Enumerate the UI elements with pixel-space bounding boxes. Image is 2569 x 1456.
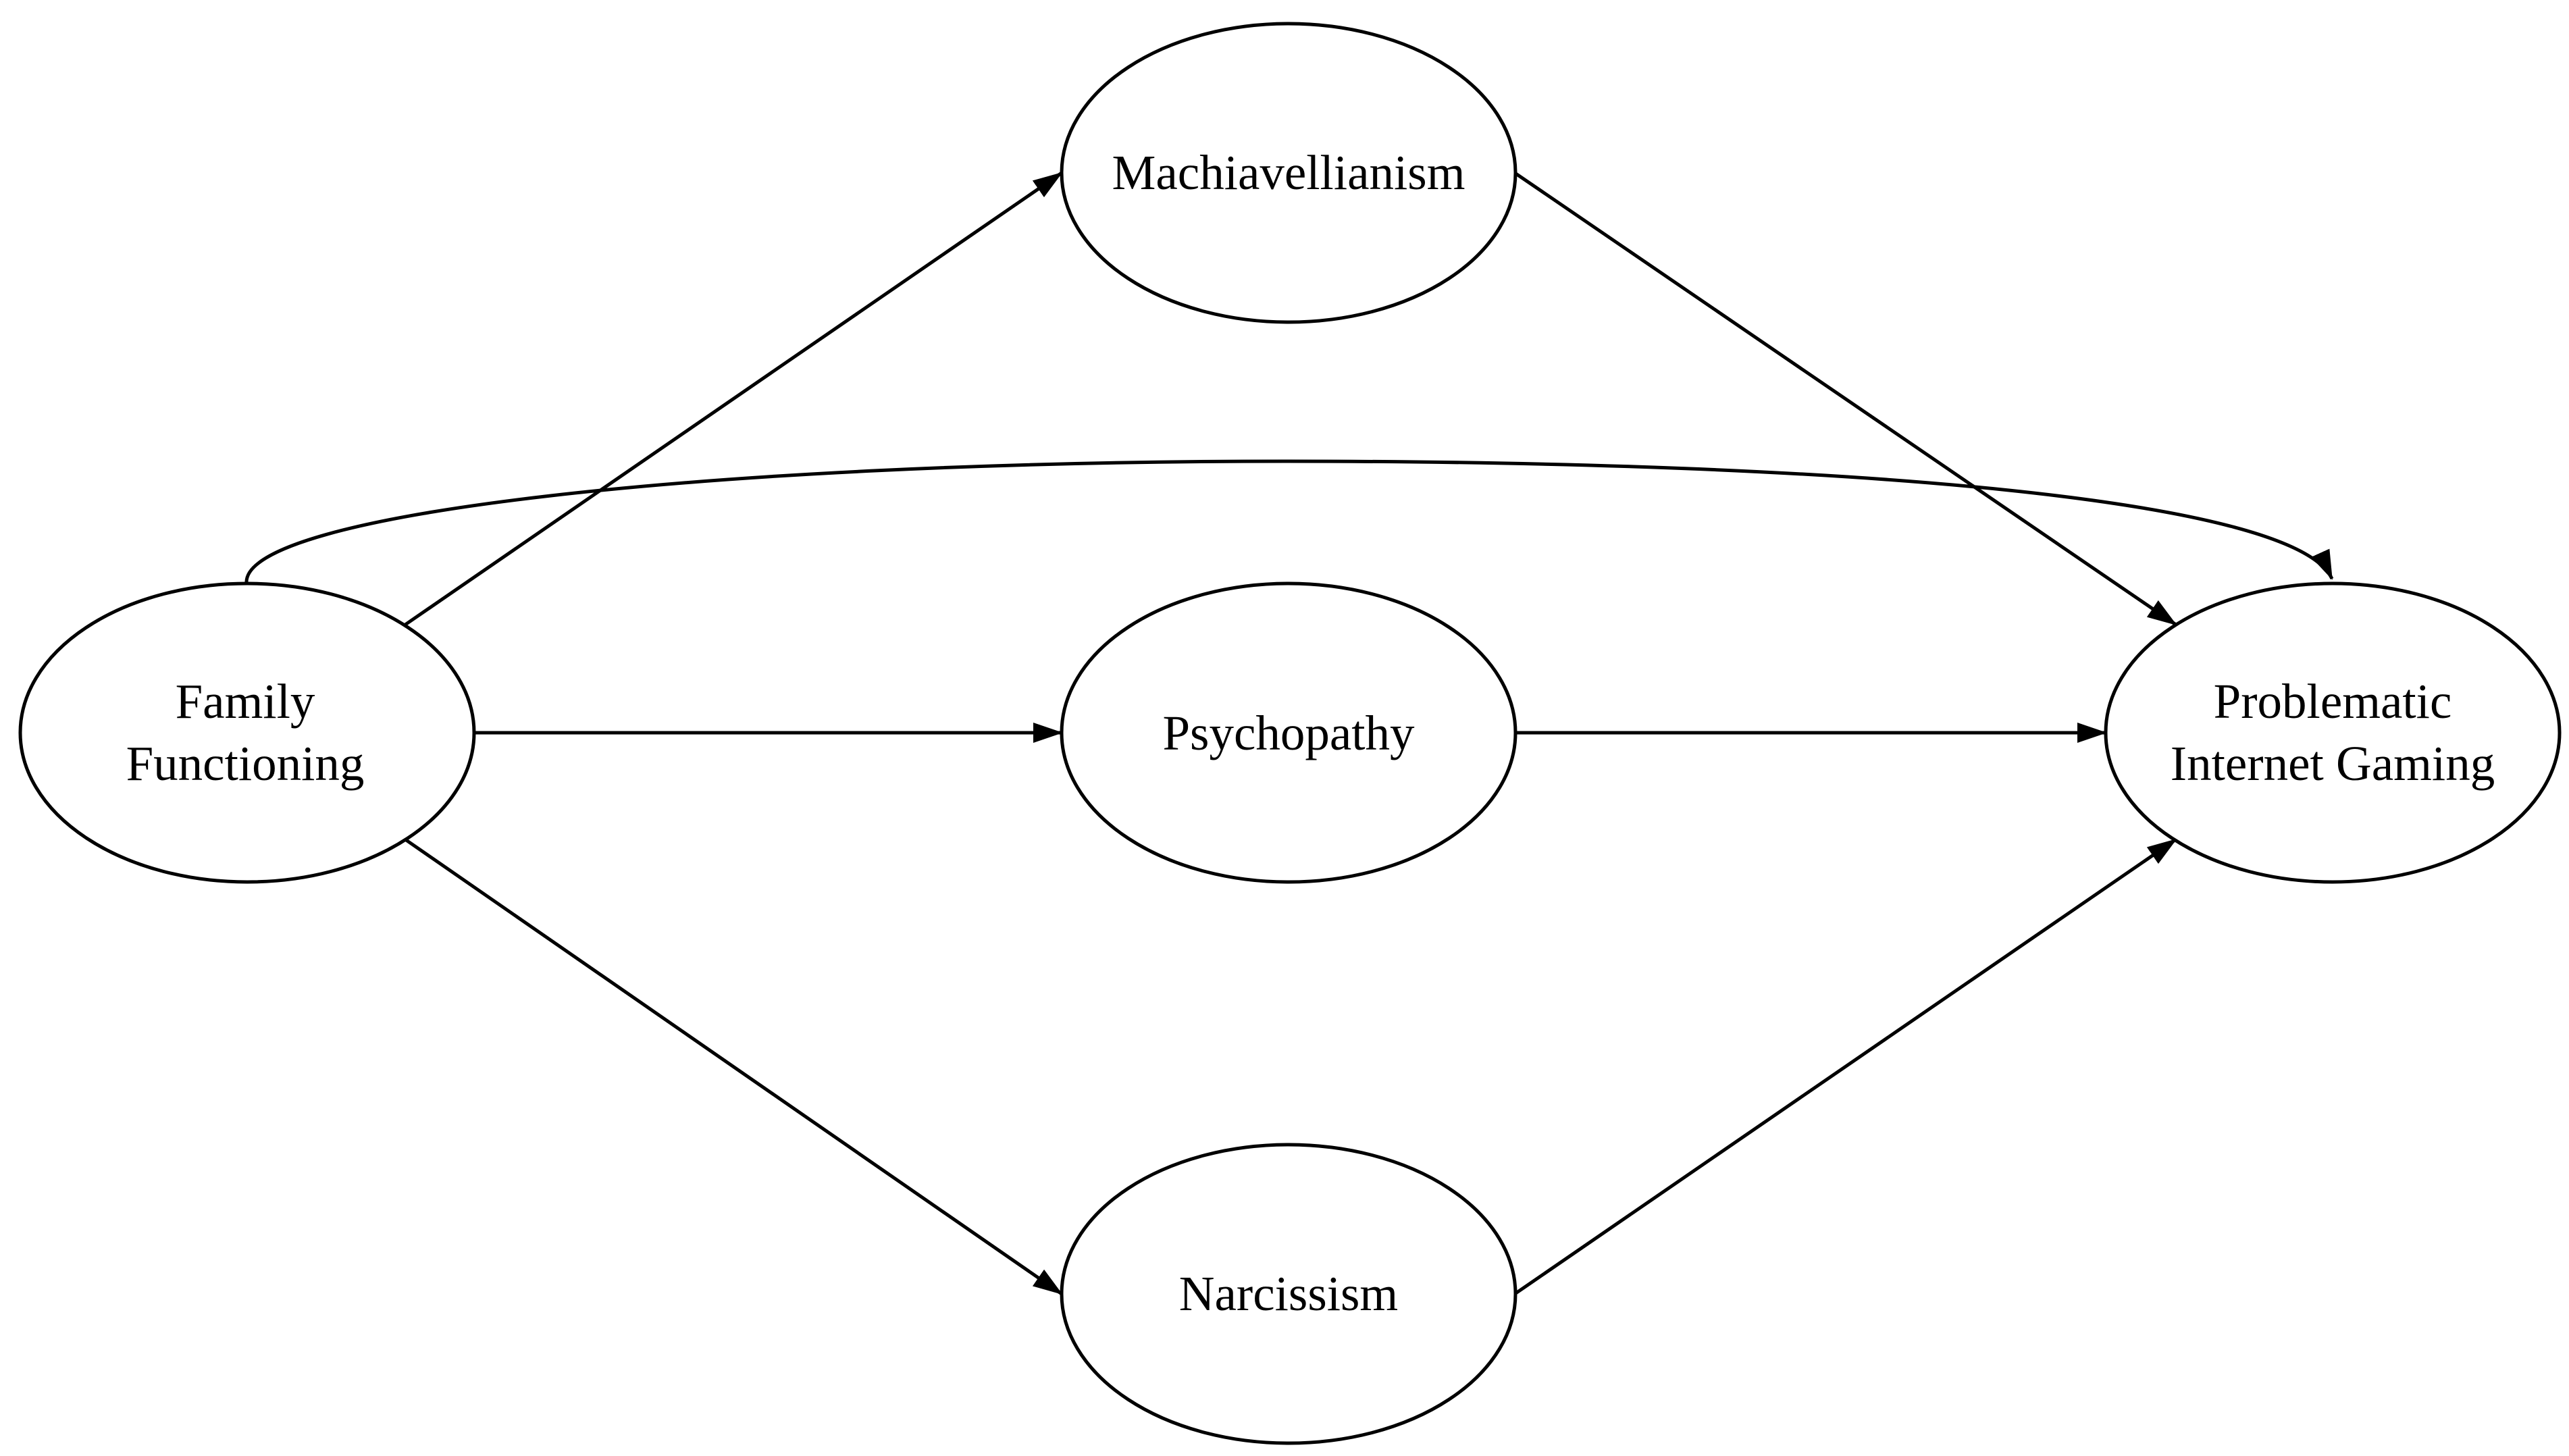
- edge-narcissism-to-gaming: [1513, 837, 2177, 1296]
- node-family-functioning-ellipse: [18, 581, 476, 884]
- node-machiavellianism-label: Machiavellianism: [1112, 145, 1465, 200]
- node-psychopathy-label: Psychopathy: [1162, 706, 1415, 760]
- edge-family-to-machiavellianism: [404, 171, 1063, 627]
- node-problematic-internet-gaming: Problematic Internet Gaming: [2104, 581, 2562, 884]
- node-problematic-internet-gaming-label-line1: Problematic: [2214, 674, 2452, 729]
- node-narcissism-label: Narcissism: [1179, 1266, 1398, 1321]
- node-narcissism: Narcissism: [1060, 1143, 1517, 1445]
- edge-family-to-gaming-direct: [244, 459, 2334, 583]
- edge-machiavellianism-to-gaming: [1513, 171, 2177, 627]
- node-machiavellianism-ellipse: [1060, 22, 1517, 324]
- node-family-functioning: Family Functioning: [18, 581, 476, 884]
- node-machiavellianism: Machiavellianism: [1060, 22, 1517, 324]
- edge-family-to-narcissism: [404, 837, 1063, 1296]
- node-narcissism-ellipse: [1060, 1143, 1517, 1445]
- node-family-functioning-label-line1: Family: [176, 674, 315, 729]
- node-psychopathy-ellipse: [1060, 581, 1517, 884]
- node-psychopathy: Psychopathy: [1060, 581, 1517, 884]
- node-family-functioning-label-line2: Functioning: [126, 736, 365, 791]
- node-problematic-internet-gaming-label-line2: Internet Gaming: [2171, 736, 2495, 791]
- node-problematic-internet-gaming-ellipse: [2104, 581, 2562, 884]
